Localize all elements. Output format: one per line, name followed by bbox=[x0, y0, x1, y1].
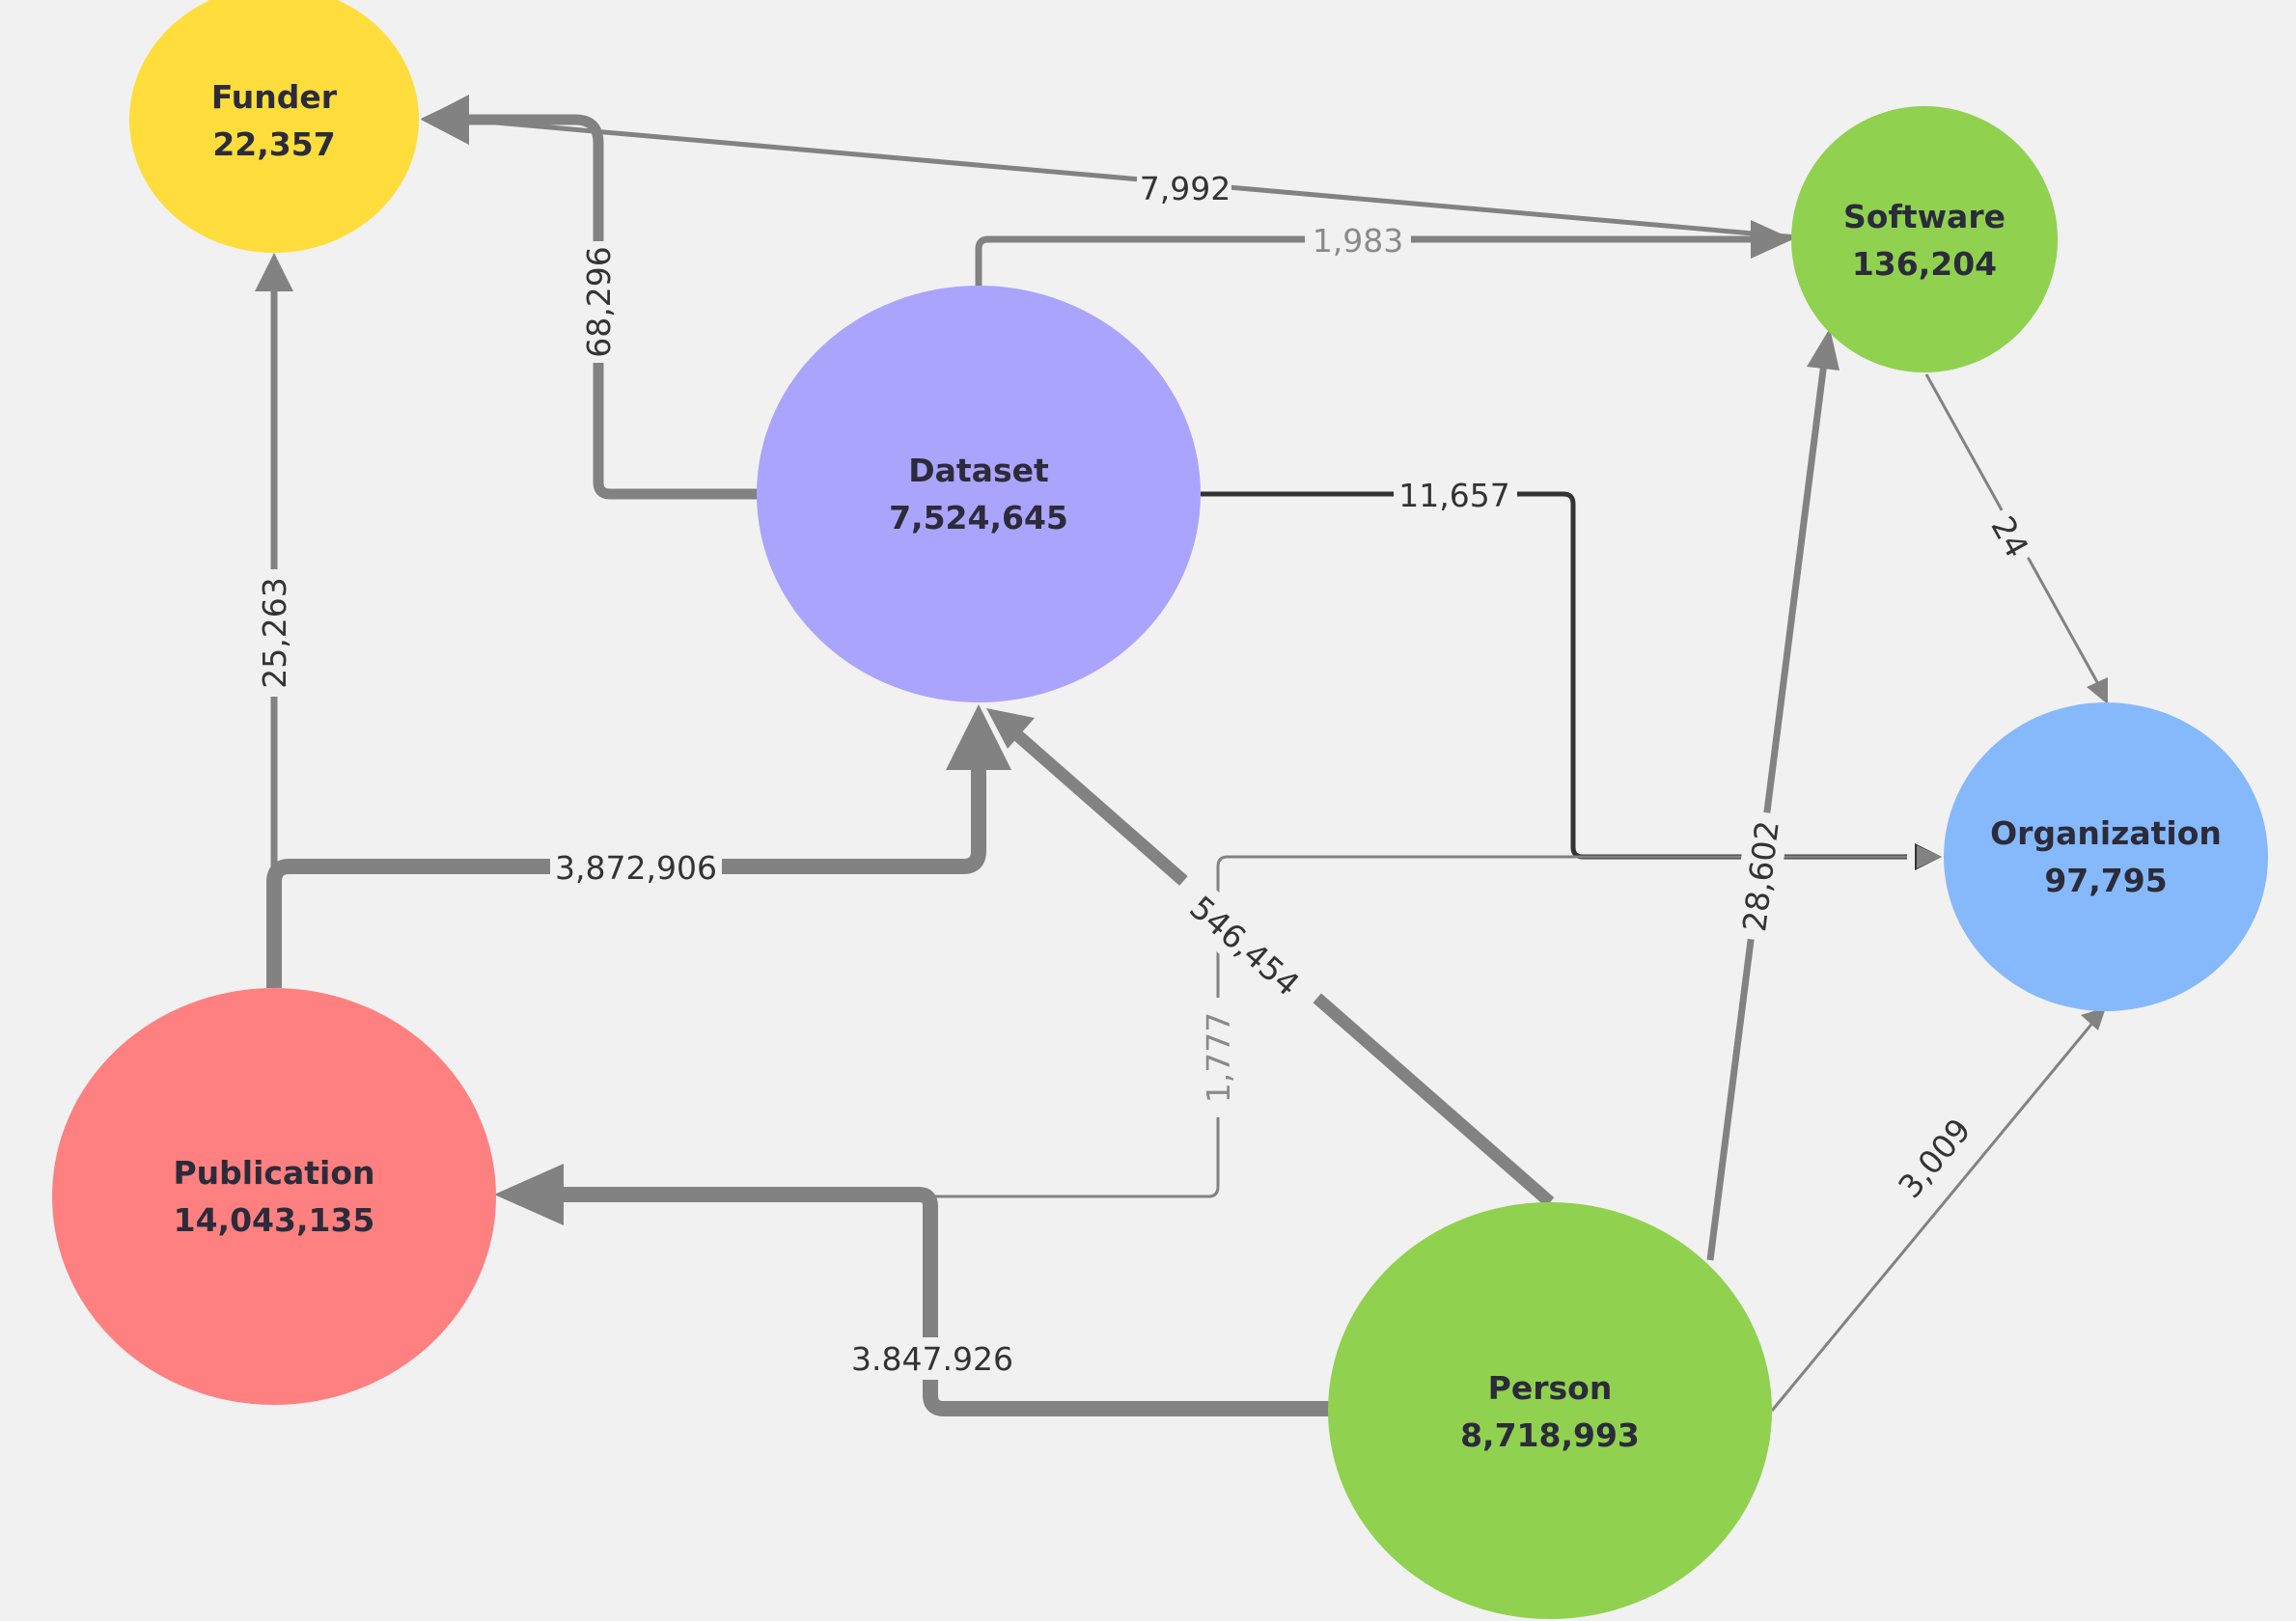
edge-label-bg bbox=[849, 1337, 1013, 1380]
edge-software-organization[interactable]: 24 bbox=[1924, 373, 2108, 704]
publication-circle bbox=[52, 988, 496, 1405]
edge-dataset-funder[interactable]: 68,296 bbox=[421, 95, 759, 500]
arrowhead-software-from-person bbox=[1807, 328, 1840, 371]
node-person-count: 8,718,993 bbox=[1460, 1416, 1640, 1454]
edge-dataset-organization[interactable]: 11,657 bbox=[1201, 473, 1942, 870]
arrowhead-dataset-from-person bbox=[986, 708, 1035, 749]
node-software-count: 136,204 bbox=[1852, 245, 1997, 283]
node-dataset-count: 7,524,645 bbox=[889, 499, 1068, 536]
edge-label-bg bbox=[1137, 166, 1231, 208]
edge-label-bg bbox=[253, 569, 295, 697]
node-dataset-name: Dataset bbox=[908, 452, 1049, 489]
edge-label-bg bbox=[577, 241, 620, 363]
edge-label-publication-organization: 1,777 bbox=[1200, 1012, 1237, 1103]
organization-circle bbox=[1944, 702, 2268, 1011]
edge-label-publication-funder: 25,263 bbox=[256, 577, 293, 688]
node-software[interactable]: Software 136,204 bbox=[1791, 106, 2058, 372]
node-person-name: Person bbox=[1488, 1369, 1613, 1407]
edge-publication-organization[interactable]: 1,777 bbox=[927, 845, 1942, 1198]
node-funder[interactable]: Funder 22,357 bbox=[129, 0, 419, 253]
node-organization-count: 97,795 bbox=[2044, 862, 2167, 899]
edge-label-publication-dataset: 3,872,906 bbox=[555, 849, 717, 887]
node-funder-count: 22,357 bbox=[212, 125, 335, 163]
dataset-circle bbox=[757, 286, 1201, 702]
arrowhead-funder-from-dataset bbox=[421, 95, 469, 145]
edge-label-bg bbox=[550, 845, 722, 888]
arrowhead-software-from-dataset bbox=[1751, 220, 1793, 259]
edge-label-dataset-software: 1,983 bbox=[1313, 222, 1403, 260]
edge-person-dataset[interactable]: 546,454 bbox=[986, 708, 1555, 1207]
arrowhead-organization-from-person bbox=[2081, 1007, 2106, 1030]
node-person[interactable]: Person 8,718,993 bbox=[1328, 1202, 1772, 1619]
edge-dataset-software[interactable]: 1,983 bbox=[975, 218, 1793, 286]
edge-label-dataset-organization: 11,657 bbox=[1398, 477, 1509, 514]
edge-label-bg bbox=[1394, 473, 1517, 515]
edge-label-person-publication: 3.847.926 bbox=[851, 1340, 1013, 1378]
edge-label-bg bbox=[1197, 998, 1239, 1117]
edge-label-bg bbox=[1162, 869, 1328, 1022]
funder-circle bbox=[129, 0, 419, 253]
software-circle bbox=[1791, 106, 2058, 372]
edge-label-person-dataset: 546,454 bbox=[1182, 889, 1307, 1003]
edge-label-bg bbox=[1978, 502, 2042, 571]
arrowhead-organization-from-software bbox=[2087, 677, 2108, 704]
arrowhead-dataset-from-publication bbox=[946, 704, 1011, 770]
edge-person-organization[interactable]: 3,009 bbox=[1770, 1007, 2106, 1412]
edge-label-bg bbox=[1731, 810, 1789, 943]
node-publication-count: 14,043,135 bbox=[174, 1201, 375, 1239]
edge-software-funder[interactable]: 7,992 bbox=[421, 96, 1798, 240]
edge-label-bg bbox=[1305, 218, 1411, 261]
person-circle bbox=[1328, 1202, 1772, 1619]
edge-label-bg bbox=[1883, 1102, 1985, 1214]
edge-person-software[interactable]: 28,602 bbox=[1706, 328, 1840, 1261]
node-dataset[interactable]: Dataset 7,524,645 bbox=[757, 286, 1201, 702]
edge-label-person-software: 28,602 bbox=[1735, 818, 1786, 933]
edge-label-dataset-funder: 68,296 bbox=[580, 246, 618, 357]
node-organization-name: Organization bbox=[1990, 814, 2222, 852]
edge-label-software-funder: 7,992 bbox=[1140, 170, 1231, 207]
edge-person-publication[interactable]: 3.847.926 bbox=[494, 1164, 1330, 1416]
node-publication[interactable]: Publication 14,043,135 bbox=[52, 988, 496, 1405]
arrowhead-funder-from-publication bbox=[255, 253, 293, 291]
arrowhead-publication-from-person bbox=[494, 1164, 564, 1225]
node-software-name: Software bbox=[1843, 198, 2006, 235]
node-publication-name: Publication bbox=[173, 1154, 374, 1192]
edge-publication-dataset[interactable]: 3,872,906 bbox=[266, 704, 1011, 988]
arrowhead-organization-from-publication bbox=[1917, 845, 1942, 868]
node-organization[interactable]: Organization 97,795 bbox=[1944, 702, 2268, 1011]
node-funder-name: Funder bbox=[211, 78, 338, 116]
